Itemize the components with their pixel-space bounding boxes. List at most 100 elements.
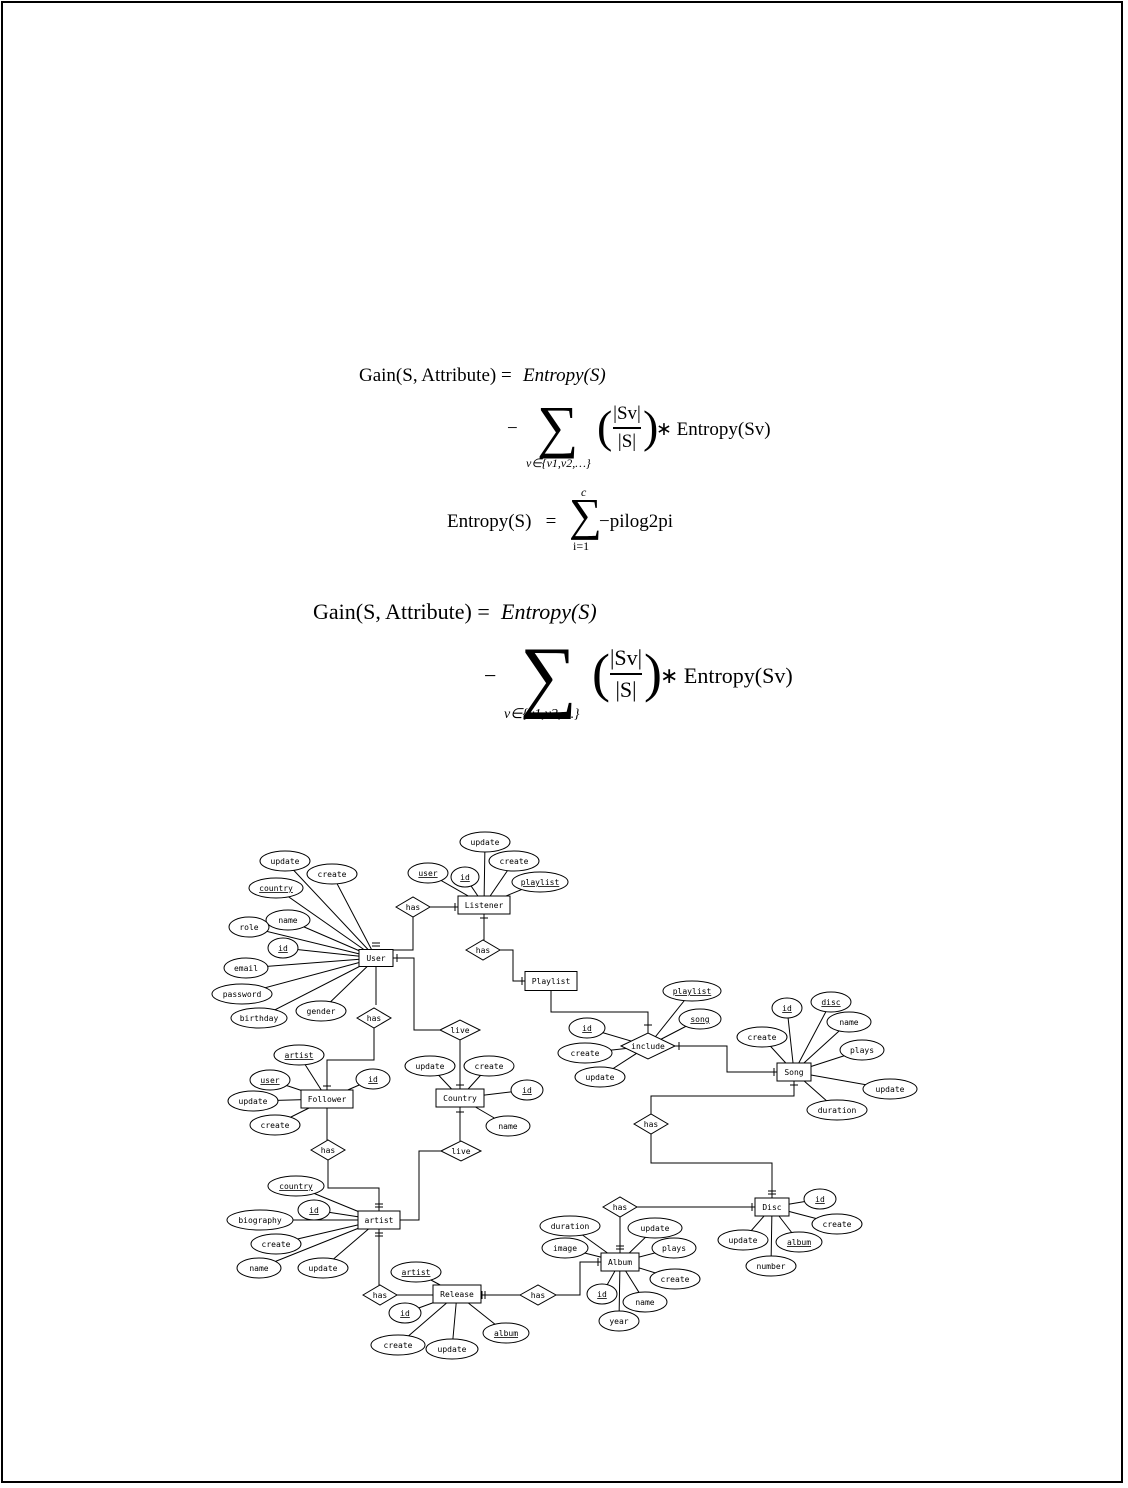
attribute-line [275,887,377,959]
entity-song: Song [776,1062,812,1082]
attribute-label: create [571,1049,600,1058]
attribute-song-duration: duration [806,1099,868,1121]
attribute-album-id: id [586,1283,618,1305]
attribute-label: artist [402,1268,431,1277]
attribute-listener-playlist: playlist [511,871,569,893]
attribute-album-name: name [622,1291,668,1313]
entity-label: User [366,954,385,963]
entity-disc: Disc [754,1197,790,1217]
relationship-has-user-listener: has [395,896,431,918]
connector-line [650,1081,795,1114]
attribute-release-create: create [370,1334,426,1356]
attribute-listener-user: user [407,862,449,884]
attribute-country-update: update [404,1055,456,1077]
entity-label: Listener [465,901,504,910]
connector-line [556,1261,601,1296]
attribute-user-create: create [306,863,358,885]
attribute-follower-user: user [249,1069,291,1091]
attribute-label: plays [662,1244,686,1253]
fraction-numerator: |Sv| [613,403,641,424]
attribute-listener-id: id [450,866,480,888]
relationship-label: has [321,1146,336,1155]
attribute-label: id [278,944,288,953]
relationship-include: include [619,1032,677,1060]
attribute-label: year [609,1317,628,1326]
attribute-listener-update: update [459,831,511,853]
attribute-label: song [690,1015,709,1024]
attribute-label: duration [818,1106,857,1115]
attribute-label: name [839,1018,858,1027]
attribute-label: id [522,1086,532,1095]
attribute-song-update: update [862,1078,918,1100]
right-paren: ) [643,401,659,452]
sum-lower-limit: i=1 [573,539,590,553]
fraction-numerator: |Sv| [609,645,643,670]
attribute-user-update: update [259,850,311,872]
left-paren: ( [597,401,613,452]
attribute-label: album [494,1329,518,1338]
attribute-label: country [259,884,293,893]
entity-playlist: Playlist [524,971,578,991]
entity-release: Release [432,1284,482,1304]
attribute-label: role [239,923,258,932]
attribute-label: disc [821,998,840,1007]
attribute-label: password [223,990,262,999]
connector-line [327,1160,380,1211]
attribute-user-birthday: birthday [230,1007,288,1029]
connector-line [675,1045,777,1073]
attribute-artist-update: update [297,1257,349,1279]
attribute-label: id [597,1290,607,1299]
attribute-label: create [748,1033,777,1042]
attribute-artist-biography: biography [226,1209,294,1231]
gain-lhs: Gain(S, Attribute) = [359,365,512,386]
attribute-artist-id: id [297,1199,331,1221]
relationship-label: has [367,1014,382,1023]
sigma-symbol: ∑ [537,394,579,459]
attribute-user-gender: gender [295,1000,347,1022]
attribute-album-image: image [541,1237,589,1259]
attribute-label: email [234,964,258,973]
attribute-include-create: create [557,1042,613,1064]
attribute-label: create [262,1240,291,1249]
attribute-label: create [823,1220,852,1229]
attribute-label: id [782,1004,792,1013]
attribute-label: album [787,1238,811,1247]
entity-label: Album [608,1258,632,1267]
attribute-country-create: create [463,1055,515,1077]
attribute-follower-update: update [227,1090,279,1112]
relationship-label: has [613,1203,628,1212]
attribute-disc-create: create [811,1213,863,1235]
entity-label: Playlist [532,977,571,986]
attribute-user-id: id [267,937,299,959]
times-entropy-sv: ∗ Entropy(Sv) [660,663,793,688]
right-paren: ) [644,643,662,703]
relationship-has-release-album: has [518,1284,558,1306]
attribute-label: create [318,870,347,879]
entity-label: Release [440,1290,474,1299]
attribute-label: update [309,1264,338,1273]
attribute-label: name [498,1122,517,1131]
attribute-user-name: name [265,909,311,931]
sum-index: v∈{v1,v2,…} [526,456,591,470]
attribute-label: update [239,1097,268,1106]
attribute-label: create [661,1275,690,1284]
attribute-label: create [475,1062,504,1071]
attribute-artist-create: create [250,1233,302,1255]
attribute-line [258,957,377,1019]
connector-line [650,1134,773,1198]
entity-user: User [358,949,394,967]
attribute-label: gender [307,1007,336,1016]
connector-line [326,1028,375,1090]
attribute-label: update [641,1224,670,1233]
relationship-has-album-disc: has [602,1196,638,1218]
attribute-label: id [460,873,470,882]
attribute-user-country: country [248,877,304,899]
connector-line [393,917,414,951]
entity-label: Country [443,1094,477,1103]
attribute-user-email: email [223,957,269,979]
entity-follower: Follower [300,1089,354,1109]
relationship-label: has [531,1291,546,1300]
attribute-song-id: id [771,997,803,1019]
attribute-label: image [553,1244,577,1253]
attribute-line [786,1007,795,1073]
